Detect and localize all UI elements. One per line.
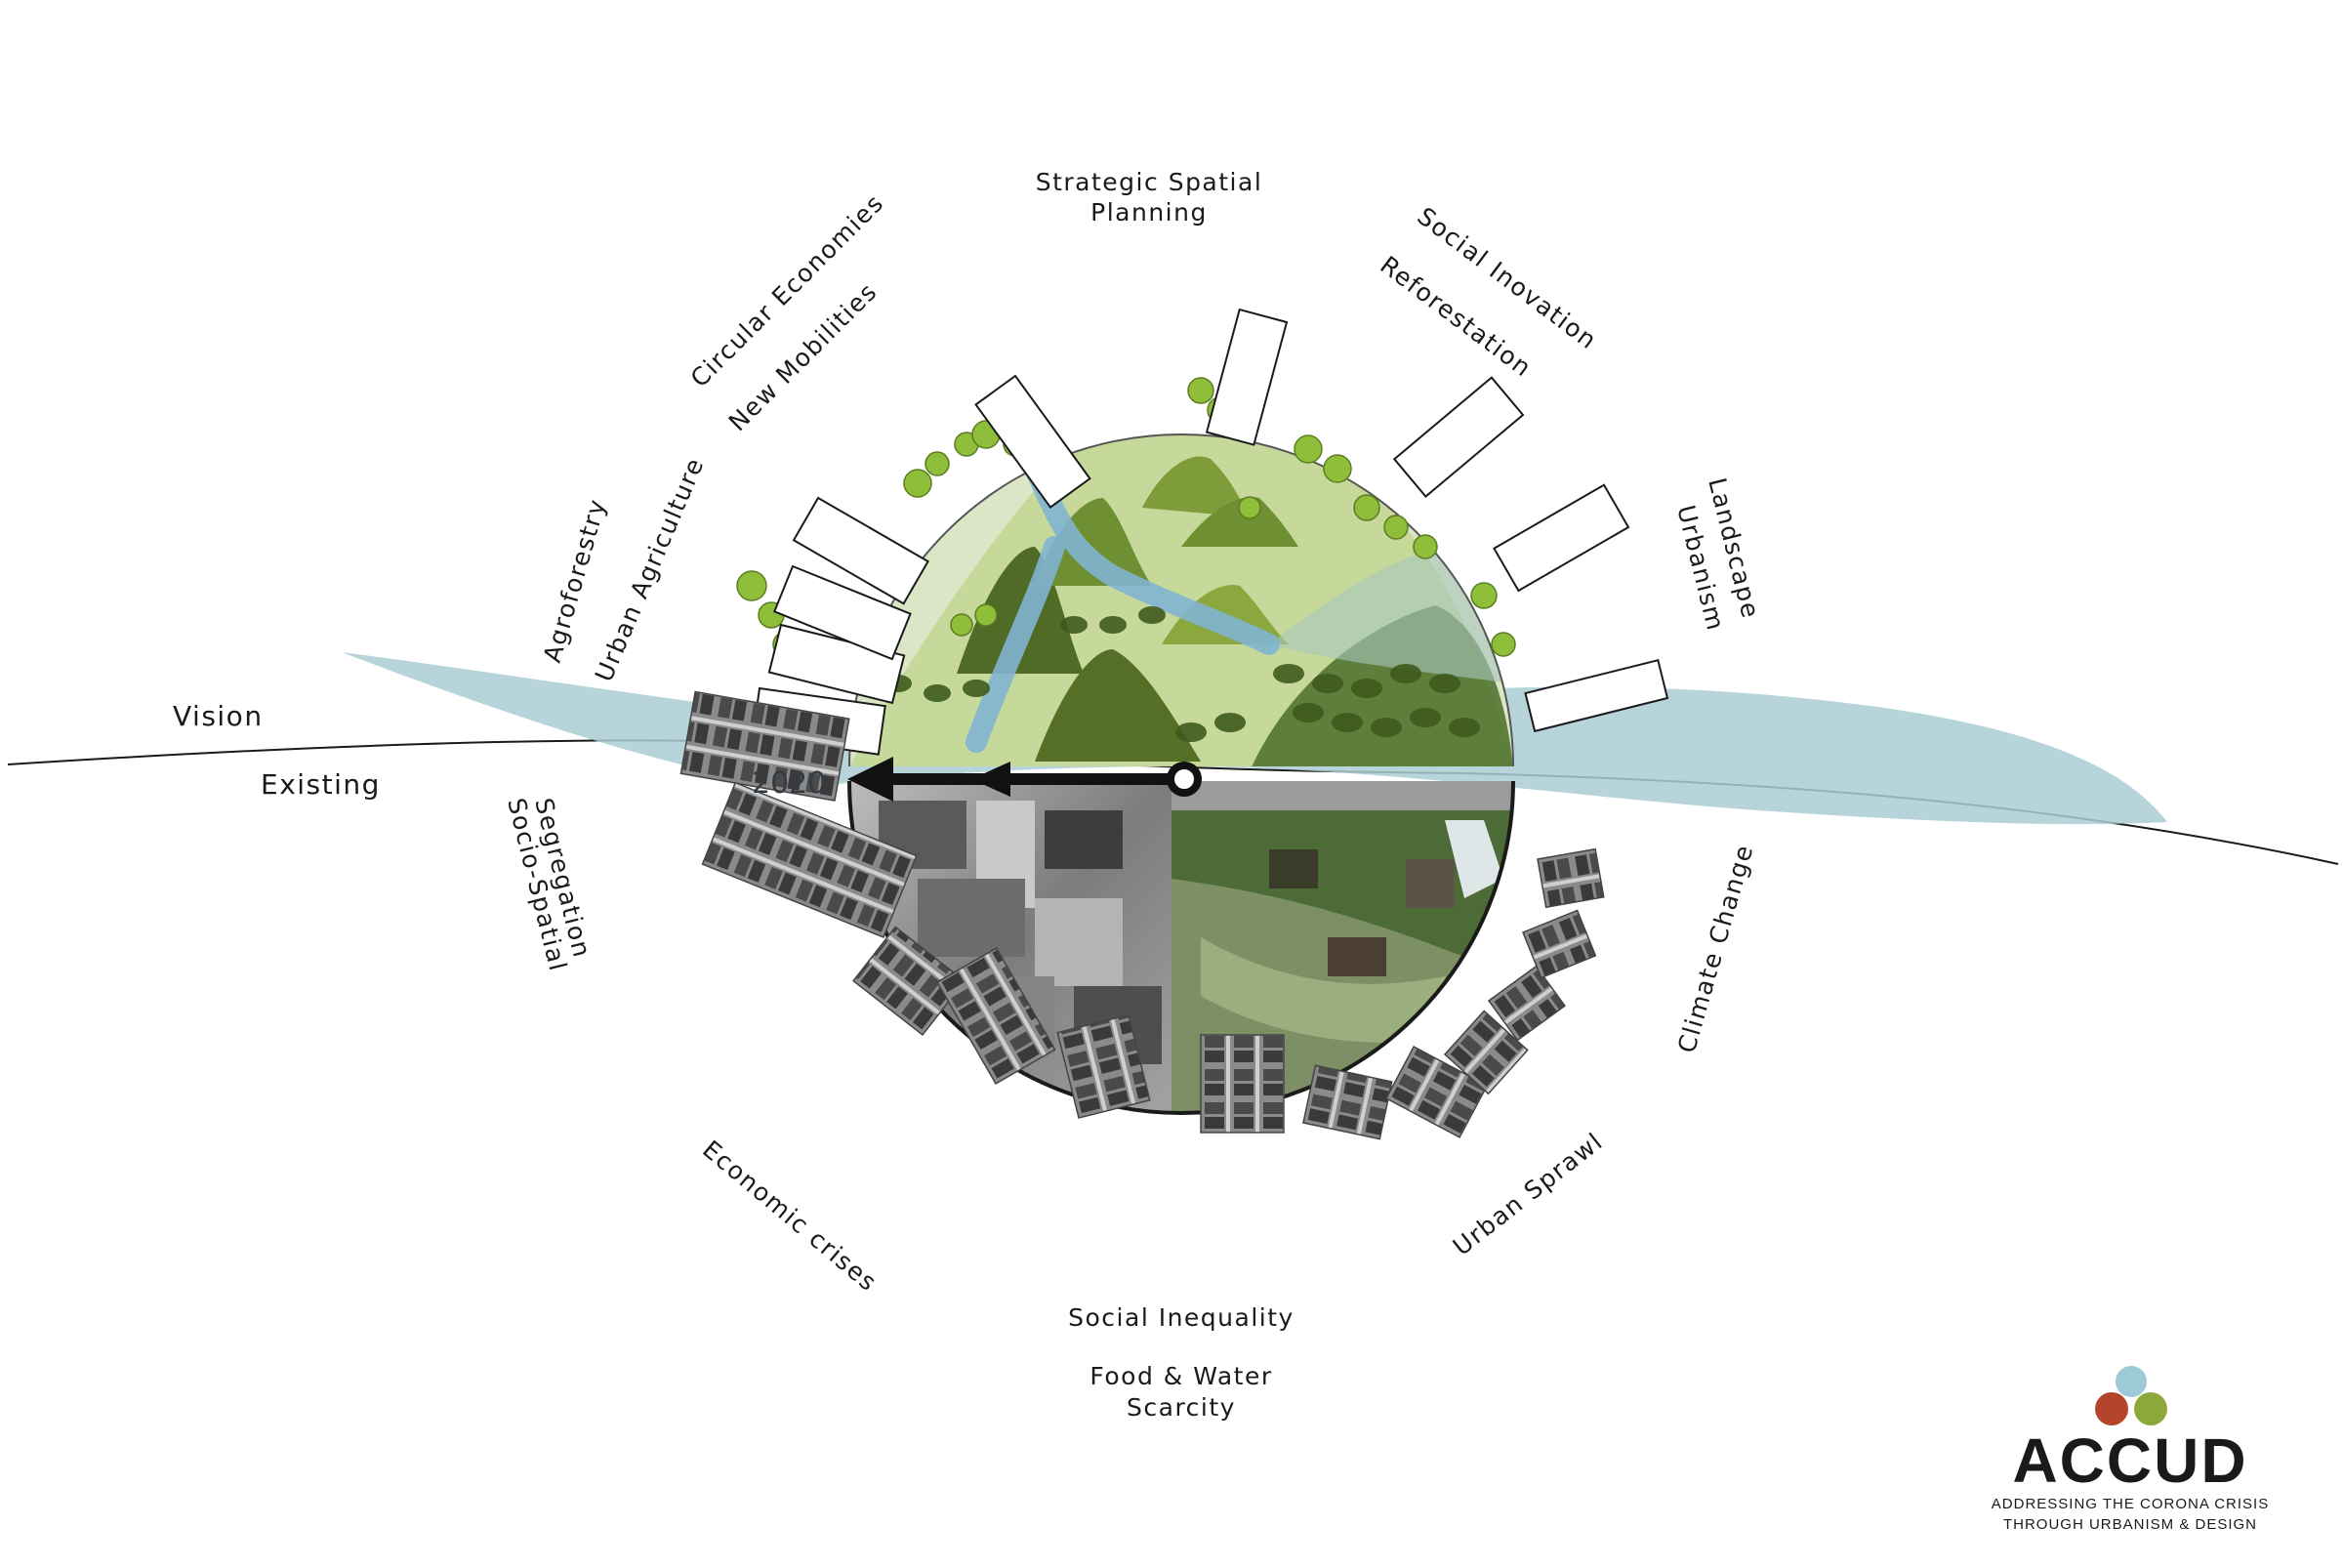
theme-planning: Planning: [1090, 198, 1208, 227]
theme-strategic-spatial: Strategic Spatial: [1036, 168, 1263, 196]
vision-building-9: [1524, 658, 1669, 733]
existing-building-6: [1200, 1034, 1285, 1134]
theme-urban-agriculture: Urban Agriculture: [590, 453, 710, 685]
vision-building-7: [1392, 376, 1525, 498]
challenge-food-water: Food & Water: [1089, 1362, 1272, 1390]
timeline-arrow: [847, 757, 1202, 802]
existing-label: Existing: [261, 768, 381, 801]
logo-circle-green-icon: [2134, 1392, 2167, 1425]
existing-building-12: [1537, 847, 1605, 909]
existing-buildings: [679, 690, 1605, 1140]
logo-tagline-2: THROUGH URBANISM & DESIGN: [2003, 1516, 2257, 1533]
existing-building-5: [1056, 1013, 1151, 1119]
accud-logo: ACCUD ADDRESSING THE CORONA CRISIS THROU…: [1992, 1366, 2269, 1533]
vision-building-4: [792, 496, 929, 605]
theme-agroforestry: Agroforestry: [538, 495, 612, 665]
existing-building-11: [1522, 909, 1597, 979]
logo-circle-blue-icon: [2116, 1366, 2147, 1397]
theme-social-inovation: Social Inovation: [1412, 202, 1602, 355]
logo-name: ACCUD: [2012, 1425, 2247, 1496]
existing-building-8: [1384, 1046, 1489, 1138]
challenge-social-inequality: Social Inequality: [1068, 1303, 1295, 1332]
vision-building-8: [1493, 483, 1630, 593]
logo-tagline-1: ADDRESSING THE CORONA CRISIS: [1992, 1496, 2269, 1512]
challenge-scarcity: Scarcity: [1127, 1393, 1236, 1422]
hill-dark-2: [1035, 649, 1201, 762]
existing-building-9: [1443, 1010, 1529, 1095]
existing-building-7: [1302, 1064, 1393, 1140]
vision-building-3: [772, 564, 912, 661]
existing-building-3: [852, 926, 966, 1037]
vision-building-5: [974, 374, 1091, 509]
challenge-economic-crises: Economic crises: [697, 1135, 883, 1297]
existing-building-4: [935, 947, 1056, 1086]
logo-circle-red-icon: [2095, 1392, 2128, 1425]
existing-building-10: [1487, 965, 1566, 1042]
vision-building-2: [767, 623, 906, 705]
existing-building-2: [701, 781, 918, 938]
year-label: 2020: [752, 766, 826, 801]
existing-building-1: [679, 690, 850, 802]
challenge-climate-change: Climate Change: [1672, 841, 1759, 1055]
vision-label: Vision: [173, 700, 264, 732]
vision-building-6: [1205, 308, 1289, 446]
challenge-urban-sprawl: Urban Sprawl: [1448, 1127, 1609, 1261]
theme-new-mobilities: New Mobilities: [723, 277, 883, 436]
